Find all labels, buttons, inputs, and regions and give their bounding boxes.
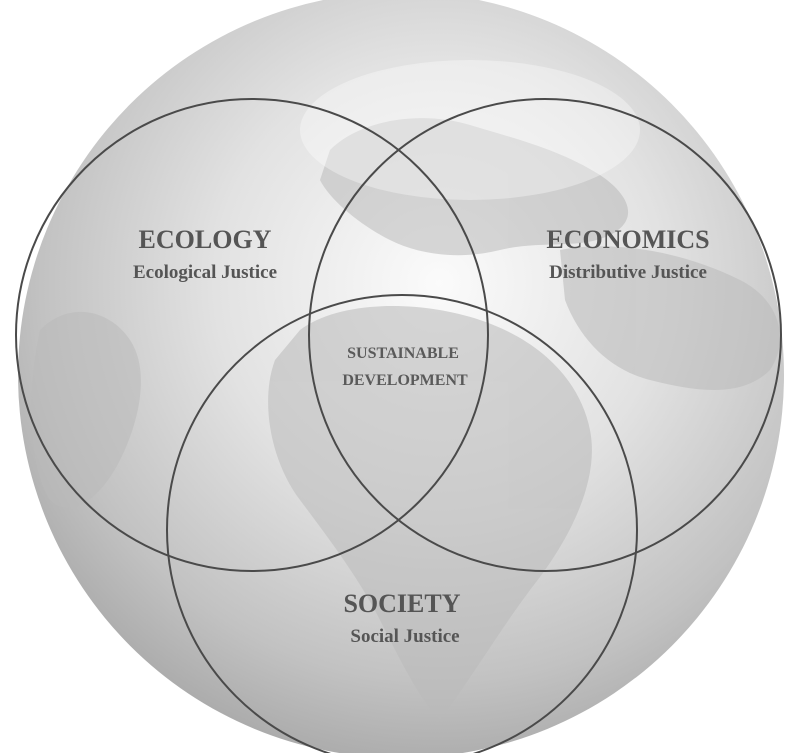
society-title: SOCIETY (343, 589, 460, 618)
land-americas (31, 311, 141, 508)
center-label-line2: DEVELOPMENT (342, 372, 468, 389)
venn-circles (15, 98, 782, 753)
economics-title: ECONOMICS (546, 225, 709, 254)
ecology-subtitle: Ecological Justice (133, 262, 277, 283)
land-asia (560, 246, 780, 390)
economics-subtitle: Distributive Justice (549, 262, 707, 283)
land-africa (268, 306, 592, 720)
globe-background (18, 0, 784, 753)
center-label-line1: SUSTAINABLE (347, 345, 459, 362)
ecology-title: ECOLOGY (139, 225, 272, 254)
society-subtitle: Social Justice (350, 626, 459, 647)
globe-highlight (300, 60, 640, 200)
economics-circle (308, 98, 782, 572)
ecology-circle (15, 98, 489, 572)
society-circle (166, 294, 638, 753)
